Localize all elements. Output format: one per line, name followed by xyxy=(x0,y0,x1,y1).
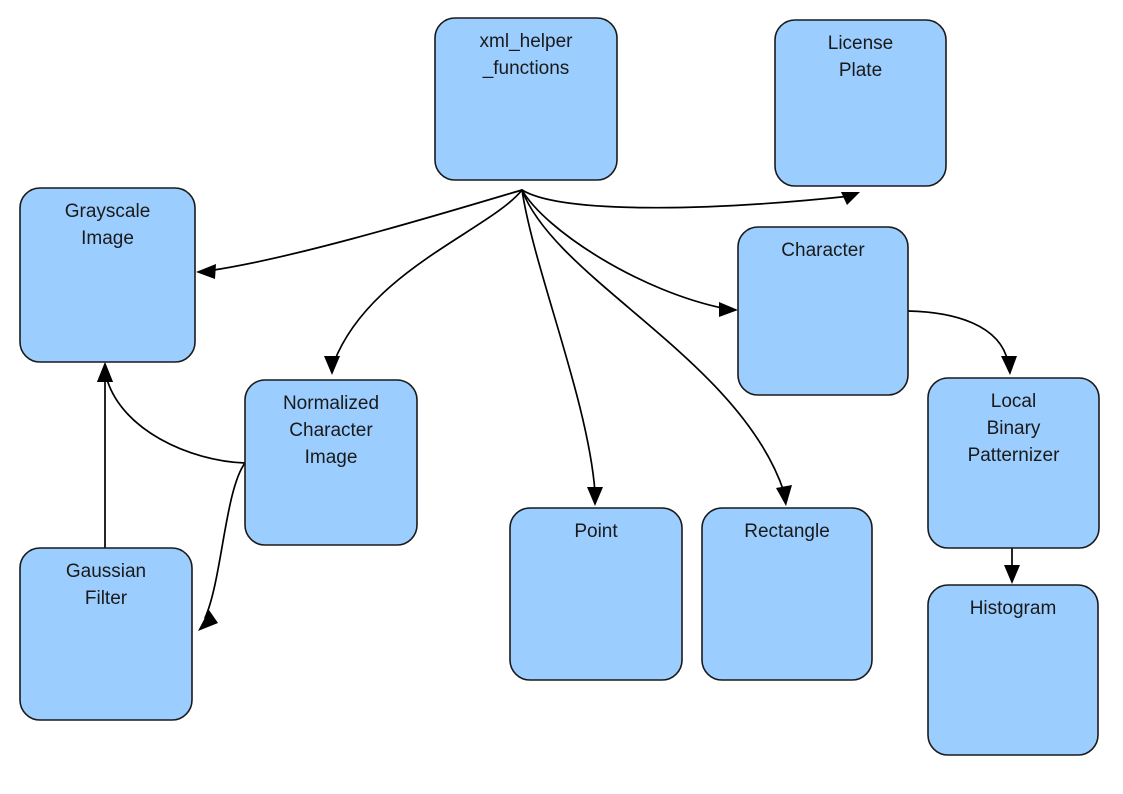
edge-line xyxy=(333,189,523,363)
node-shape[interactable] xyxy=(927,377,1100,549)
edge-character-to-local_binary_patternizer xyxy=(907,310,1017,375)
arrowhead-icon xyxy=(324,356,340,375)
edge-xml_helper_functions-to-rectangle xyxy=(521,189,792,506)
edge-line xyxy=(907,310,1009,363)
arrowhead-icon xyxy=(776,485,792,506)
arrowhead-icon xyxy=(198,610,218,631)
edge-line xyxy=(521,189,852,209)
arrowhead-icon xyxy=(1004,565,1020,584)
node-histogram[interactable]: Histogram xyxy=(927,584,1099,756)
node-point[interactable]: Point xyxy=(509,507,683,681)
node-rectangle[interactable]: Rectangle xyxy=(701,507,873,681)
edge-xml_helper_functions-to-grayscale_image xyxy=(196,189,523,279)
node-character[interactable]: Character xyxy=(737,226,909,396)
edge-line xyxy=(521,189,785,493)
arrowhead-icon xyxy=(196,264,216,279)
edge-normalized_character_image-to-grayscale_image xyxy=(97,362,246,464)
node-shape[interactable] xyxy=(244,379,418,546)
node-shape[interactable] xyxy=(434,17,618,181)
edge-line xyxy=(204,462,246,619)
node-shape[interactable] xyxy=(737,226,909,396)
edge-line xyxy=(206,189,523,272)
node-shape[interactable] xyxy=(701,507,873,681)
arrowhead-icon xyxy=(841,192,860,205)
edge-gaussian_filter-to-grayscale_image xyxy=(97,362,113,549)
edge-line xyxy=(521,189,596,493)
edge-xml_helper_functions-to-point xyxy=(521,189,603,506)
edge-local_binary_patternizer-to-histogram xyxy=(1004,547,1020,584)
arrowhead-icon xyxy=(1001,356,1017,375)
arrowhead-icon xyxy=(587,487,603,506)
edge-xml_helper_functions-to-normalized_character_image xyxy=(324,189,523,375)
node-shape[interactable] xyxy=(509,507,683,681)
edge-xml_helper_functions-to-character xyxy=(521,189,738,317)
edge-line xyxy=(105,375,246,464)
node-xml_helper_functions[interactable]: xml_helper_functions xyxy=(434,17,618,181)
arrowhead-icon xyxy=(719,302,738,317)
node-shape[interactable] xyxy=(19,547,193,721)
node-shape[interactable] xyxy=(19,187,196,363)
node-shape[interactable] xyxy=(927,584,1099,756)
edge-xml_helper_functions-to-license_plate xyxy=(521,189,860,209)
edge-normalized_character_image-to-gaussian_filter xyxy=(198,462,246,631)
node-shape[interactable] xyxy=(774,19,947,187)
edge-line xyxy=(521,189,728,310)
arrowhead-icon xyxy=(97,362,113,382)
edges-layer xyxy=(97,189,1020,631)
